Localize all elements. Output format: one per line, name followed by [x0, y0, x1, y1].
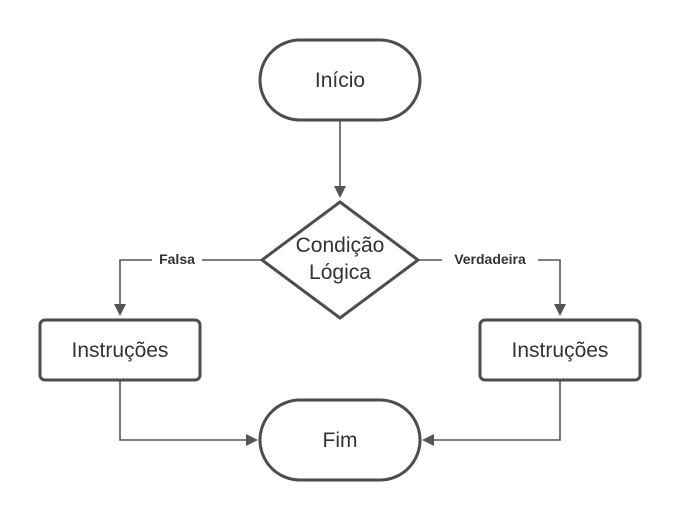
- connector-left-to-end: [119, 380, 248, 441]
- process-right-label: Instruções: [512, 339, 609, 362]
- start-label: Início: [315, 69, 365, 92]
- connector-right-to-end: [432, 380, 561, 441]
- process-left-label: Instruções: [72, 339, 169, 362]
- true-label-background: [442, 250, 538, 269]
- end-label: Fim: [323, 429, 358, 452]
- edge-label-false: Falsa: [159, 251, 195, 267]
- process-box-right: [478, 318, 642, 382]
- start-terminator: [258, 38, 422, 122]
- arrowhead-end-left: [246, 434, 258, 446]
- end-terminator: [258, 398, 422, 482]
- arrowhead-right-instructions: [554, 304, 566, 316]
- process-box-left: [38, 318, 202, 382]
- arrowhead-left-instructions: [114, 304, 126, 316]
- connector-decision-to-left: [119, 259, 262, 306]
- arrowhead-decision: [334, 186, 346, 198]
- decision-label-line2: Lógica: [309, 261, 371, 284]
- decision-diamond: [259, 200, 421, 320]
- false-label-background: [152, 250, 202, 269]
- edge-label-true: Verdadeira: [454, 251, 526, 267]
- arrowhead-end-right: [422, 434, 434, 446]
- decision-label-line1: Condição: [296, 234, 385, 257]
